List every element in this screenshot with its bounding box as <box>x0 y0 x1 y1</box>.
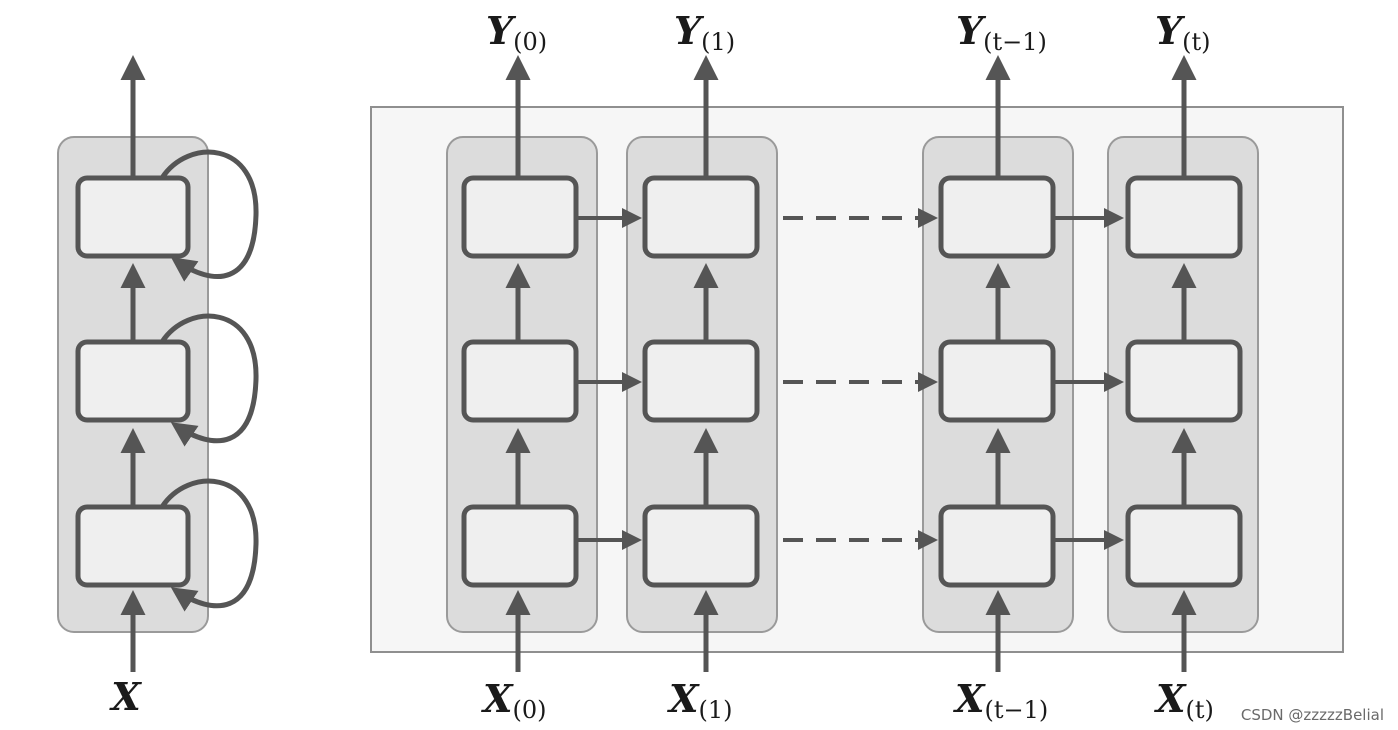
recurrent-loop-top <box>159 149 259 282</box>
cell-t-mid <box>1125 339 1243 423</box>
watermark: CSDN @zzzzzBelial <box>1241 706 1384 724</box>
cell-t-1-mid <box>938 339 1056 423</box>
cell-1-mid <box>642 339 760 423</box>
folded-input-label: X <box>109 674 142 719</box>
recurrent-loop-bot <box>159 478 259 612</box>
output-label-t: Y(t) <box>1155 8 1211 56</box>
folded-cell-bot <box>75 504 191 588</box>
output-label-1: Y(1) <box>674 8 735 56</box>
recurrent-loop-mid <box>159 313 259 447</box>
cell-1-bot <box>642 504 760 588</box>
folded-cell-mid <box>75 339 191 423</box>
input-label-0: X(0) <box>481 676 546 724</box>
input-label-1: X(1) <box>667 676 732 724</box>
cell-t-1-top <box>938 175 1056 259</box>
cell-t-bot <box>1125 504 1243 588</box>
cell-0-bot <box>461 504 579 588</box>
cell-0-top <box>461 175 579 259</box>
input-label-t-1: X(t−1) <box>953 676 1048 724</box>
unrolled-rnn: Y(0) Y(1) Y(t−1) Y(t) X(0) X(1) X(t−1) X… <box>370 8 1344 724</box>
cell-0-mid <box>461 339 579 423</box>
folded-rnn: X <box>57 55 259 719</box>
cell-t-top <box>1125 175 1243 259</box>
cell-1-top <box>642 175 760 259</box>
folded-cell-top <box>75 175 191 259</box>
cell-t-1-bot <box>938 504 1056 588</box>
output-label-t-1: Y(t−1) <box>956 8 1047 56</box>
output-label-0: Y(0) <box>486 8 547 56</box>
input-label-t: X(t) <box>1154 676 1214 724</box>
